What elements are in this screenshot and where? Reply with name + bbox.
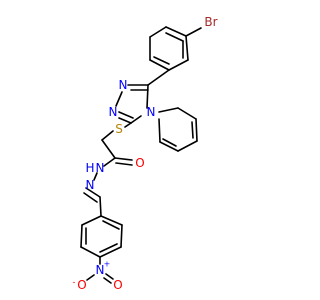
bond (102, 220, 120, 230)
imine-nitrogen-label: N (86, 178, 95, 192)
atom-labels: Br N N N S O N H N N + O - O (73, 15, 218, 292)
bond (85, 187, 101, 198)
bond (118, 117, 132, 124)
nitro-oxygen-left-charge: - (73, 278, 76, 287)
bond (83, 192, 98, 203)
bond (191, 121, 194, 139)
bond (147, 69, 170, 86)
bond (177, 140, 198, 152)
triazole-n2-label: N (109, 105, 118, 119)
nitro-oxygen-left-label: O (77, 278, 86, 292)
bond (165, 32, 184, 42)
bond (130, 115, 142, 124)
bromine-label: Br (204, 15, 217, 29)
hydrazide-nitrogen-label: N (96, 161, 105, 175)
bond (103, 157, 116, 167)
bond (149, 26, 167, 38)
bond (149, 59, 170, 71)
nitro-nitrogen-label: N (96, 263, 105, 277)
bond (100, 215, 123, 226)
bond (86, 274, 95, 281)
bond (105, 273, 114, 280)
bond (114, 157, 133, 161)
bond (195, 118, 198, 142)
molecule-structure: Br N N N S O N H N N + O - O (73, 15, 218, 292)
bond (99, 246, 122, 258)
triazole-n4-label: N (147, 105, 156, 119)
bond (93, 172, 98, 181)
bond (118, 111, 134, 119)
bond (101, 139, 116, 159)
bond (103, 277, 112, 284)
bond (158, 107, 179, 113)
bond (153, 56, 170, 65)
bonds (80, 26, 202, 284)
bond (115, 162, 133, 166)
bond (99, 196, 102, 217)
bond (177, 107, 197, 120)
bond (146, 84, 149, 109)
nitro-nitrogen-charge: + (104, 260, 111, 269)
bond (81, 215, 102, 226)
sulfur-label: S (115, 122, 123, 136)
triazole-n1-label: N (119, 78, 128, 92)
bond (159, 141, 179, 152)
bond (115, 91, 123, 107)
hydrazide-hydrogen-label: H (85, 161, 94, 175)
carbonyl-oxygen-label: O (135, 156, 144, 170)
bond (158, 118, 161, 143)
bond (120, 224, 123, 248)
nitro-oxygen-right-label: O (113, 278, 122, 292)
bond (162, 138, 177, 147)
bond (185, 27, 202, 37)
bond (99, 243, 118, 253)
bond (101, 130, 114, 141)
bond (185, 35, 189, 61)
bond (80, 224, 83, 248)
bond (124, 122, 132, 128)
bond (165, 26, 187, 37)
bond (80, 246, 101, 258)
bond (168, 59, 189, 71)
